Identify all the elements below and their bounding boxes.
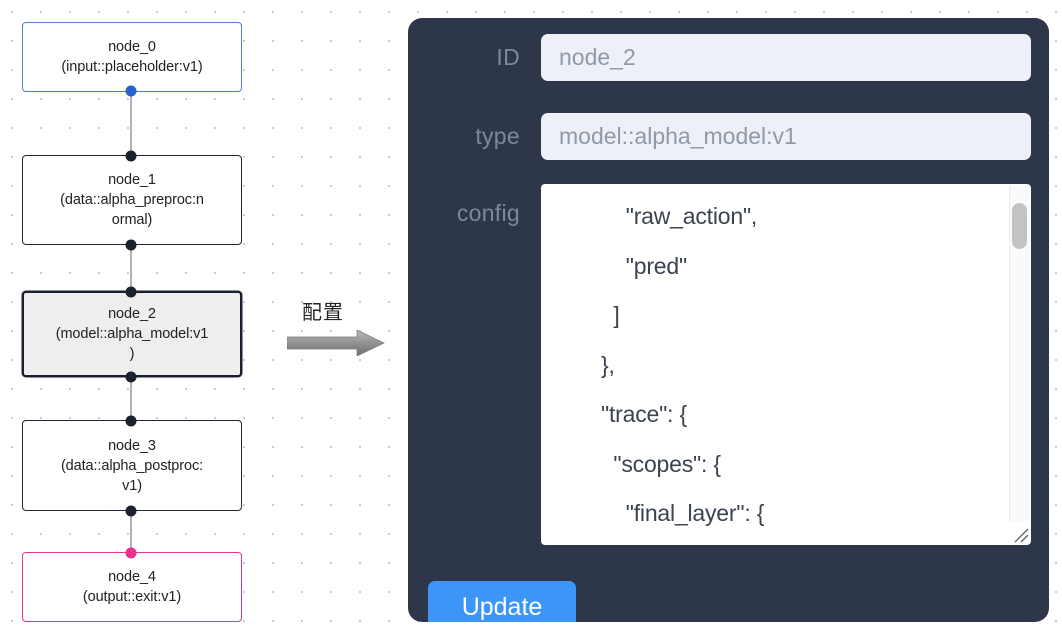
port-node_3-out[interactable]	[125, 505, 137, 517]
port-node_3-in[interactable]	[125, 415, 137, 427]
graph-node-node_0[interactable]: node_0 (input::placeholder:v1)	[22, 22, 242, 92]
edge-node0-node1	[130, 90, 132, 160]
node-label: node_3 (data::alpha_postproc: v1)	[60, 437, 204, 494]
node-label: node_0 (input::placeholder:v1)	[61, 39, 203, 75]
node-label: node_2 (model::alpha_model:v1 )	[55, 306, 209, 362]
annotation-arrow-group: 配置	[287, 296, 397, 362]
type-input[interactable]	[541, 113, 1031, 160]
graph-node-node_1[interactable]: node_1 (data::alpha_preproc:n ormal)	[22, 155, 242, 245]
edge-node3-node4	[130, 511, 132, 552]
node-label: node_1 (data::alpha_preproc:n ormal)	[60, 172, 204, 228]
graph-node-node_2[interactable]: node_2 (model::alpha_model:v1 )	[22, 291, 242, 377]
id-input[interactable]	[541, 34, 1031, 81]
graph-node-node_3[interactable]: node_3 (data::alpha_postproc: v1)	[22, 420, 242, 511]
edge-node2-node3	[130, 376, 132, 421]
port-node_2-out[interactable]	[125, 371, 137, 383]
right-arrow-icon	[287, 330, 385, 356]
port-node_4-in[interactable]	[125, 547, 137, 559]
config-scrollbar-thumb[interactable]	[1012, 203, 1027, 249]
id-label: ID	[496, 44, 520, 70]
node-config-panel: ID type config "raw_action", "pred" ] },…	[408, 18, 1049, 622]
graph-node-node_4[interactable]: node_4 (output::exit:v1)	[22, 552, 242, 622]
annotation-caption: 配置	[302, 300, 344, 324]
port-node_0-out[interactable]	[125, 85, 137, 97]
port-node_1-in[interactable]	[125, 150, 137, 162]
update-button[interactable]: Update	[428, 581, 576, 622]
node-label: node_4 (output::exit:v1)	[82, 569, 182, 605]
config-label: config	[456, 200, 520, 226]
port-node_1-out[interactable]	[125, 239, 137, 251]
config-scrollbar-track[interactable]	[1009, 185, 1030, 524]
config-textarea-wrapper: "raw_action", "pred" ] }, "trace": { "sc…	[541, 184, 1031, 545]
port-node_2-in[interactable]	[125, 286, 137, 298]
type-label: type	[475, 123, 520, 149]
edge-node1-node2	[130, 245, 132, 293]
resize-grip-icon[interactable]	[1008, 522, 1030, 544]
config-textarea[interactable]: "raw_action", "pred" ] }, "trace": { "sc…	[541, 184, 1031, 545]
